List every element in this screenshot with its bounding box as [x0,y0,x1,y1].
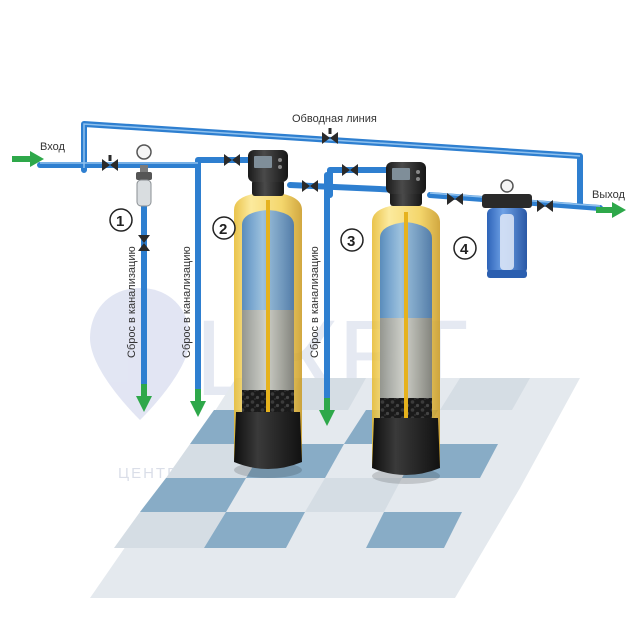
valve-tank1-out [302,180,318,192]
stage-badge-3: 3 [340,228,364,252]
valve-outlet-b [537,200,553,212]
valves [102,128,553,251]
valve-tank1-in [224,154,240,166]
softener-tank-2 [372,162,440,484]
valve-drain-1 [138,235,150,251]
watermark-drop-icon [90,288,190,420]
drain-label-2: Сброс в канализацию [181,246,193,358]
outlet-arrow [596,202,626,218]
svg-text:4: 4 [460,241,469,258]
softener-tank-1 [234,150,302,478]
bypass-label: Обводная линия [292,113,377,125]
pressure-gauge-icon [500,179,514,193]
drain-label-3: Сброс в канализацию [309,246,321,358]
controller-display [392,168,410,180]
stage-badge-1: 1 [109,208,133,232]
prefilter-1 [136,144,152,207]
stage-badge-4: 4 [453,236,477,260]
floor [90,378,580,598]
svg-text:3: 3 [347,233,355,250]
valve-tank2-in [342,164,358,176]
inlet-label: Вход [40,141,65,153]
valve-bypass [322,128,338,144]
drain-arrow-2 [190,401,206,417]
flow-arrows [12,151,626,426]
drain-label-1: Сброс в канализацию [126,246,138,358]
controller-display [254,156,272,168]
cartridge-filter [482,179,532,278]
svg-text:2: 2 [219,221,227,238]
inlet-arrow [12,151,44,167]
valve-inlet [102,155,118,171]
outlet-label: Выход [592,189,625,201]
svg-text:1: 1 [116,213,124,230]
drain-arrow-3 [319,410,335,426]
stage-badge-2: 2 [212,216,236,240]
pressure-gauge-icon [136,144,152,160]
drain-arrow-1 [136,396,152,412]
valve-outlet-a [447,193,463,205]
